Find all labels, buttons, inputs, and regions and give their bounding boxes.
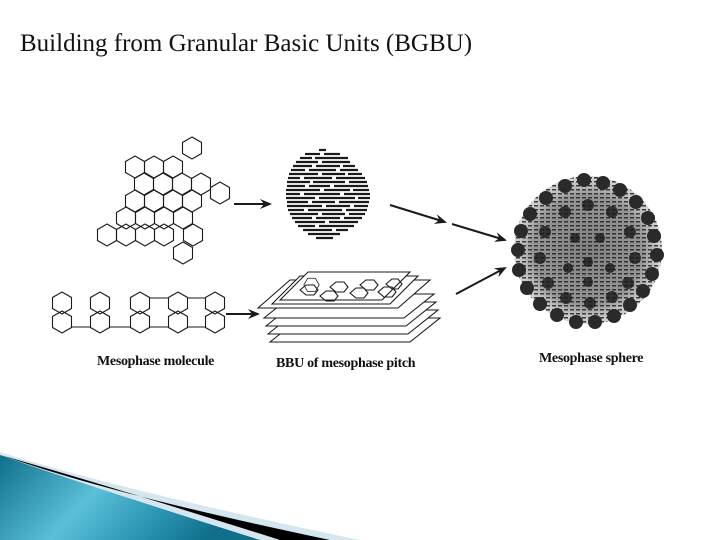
arrow-bbu-to-sphere <box>455 267 507 295</box>
bbu-stacked-planes-icon <box>256 271 442 343</box>
label-bbu-mesophase-pitch: BBU of mesophase pitch <box>276 356 416 371</box>
mesophase-sphere-icon <box>511 173 664 329</box>
label-mesophase-sphere: Mesophase sphere <box>539 351 644 366</box>
arrow-disc-to-sphere <box>389 204 507 242</box>
label-mesophase-molecule: Mesophase molecule <box>97 354 215 369</box>
lamellar-disc-icon <box>286 148 370 240</box>
mesophase-molecule-icon <box>51 291 226 334</box>
polyaromatic-molecule-icon <box>96 136 231 265</box>
slide-title: Building from Granular Basic Units (BGBU… <box>20 30 473 57</box>
